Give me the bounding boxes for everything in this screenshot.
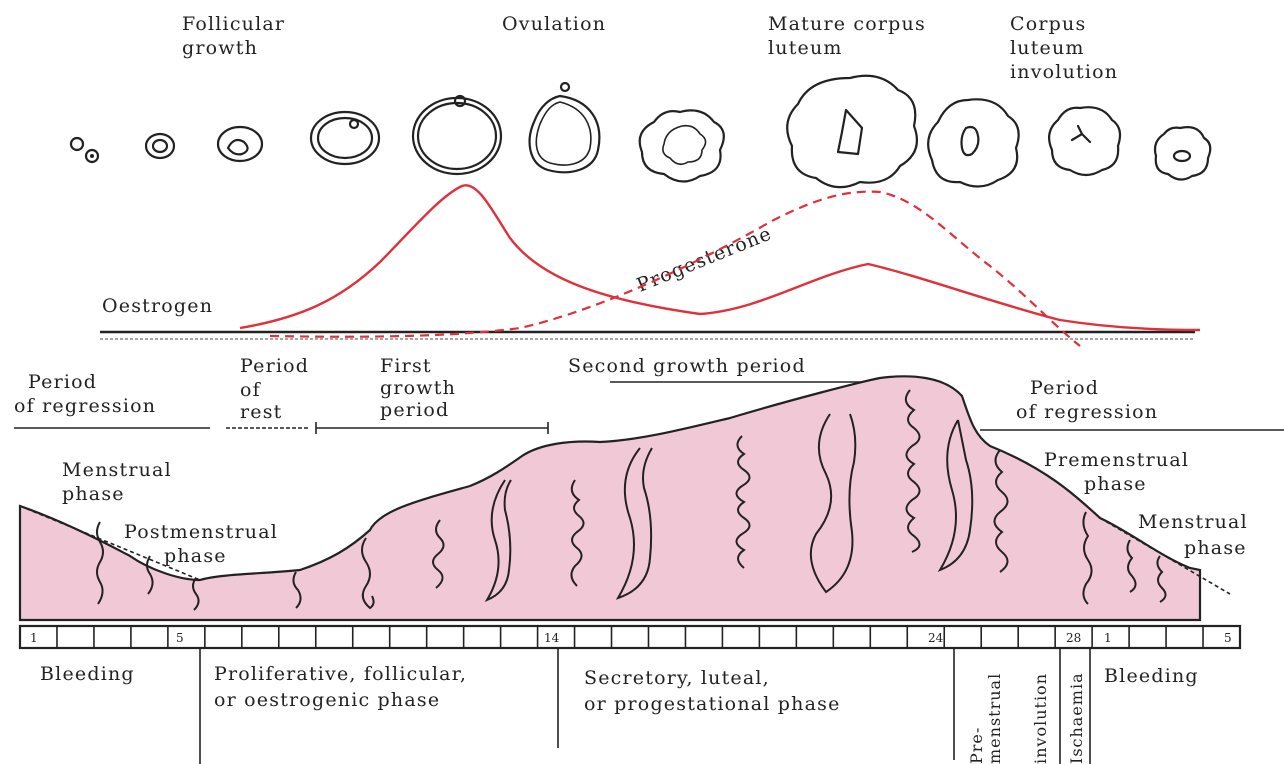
corpus-luteum-regressing <box>928 99 1019 186</box>
label-period-regression-left-2: of regression <box>14 395 156 417</box>
label-ovulation: Ovulation <box>502 13 606 35</box>
label-menstrual-left-2: phase <box>62 483 125 505</box>
follicle-ruptured <box>530 83 600 172</box>
label-oestrogen: Oestrogen <box>102 295 213 317</box>
follicle-primordial <box>71 138 98 162</box>
day-label-14: 14 <box>544 631 560 645</box>
label-premenstrual-2: phase <box>1084 473 1147 495</box>
label-bleeding-left: Bleeding <box>40 663 135 685</box>
day-label-28: 28 <box>1066 631 1081 645</box>
label-premenstrual-vert-2: menstrual <box>985 673 1004 764</box>
label-ischaemia-vert: Ischaemia <box>1067 672 1086 764</box>
follicle-graafian <box>413 96 501 174</box>
label-corpus-luteum-involution-3: involution <box>1010 61 1118 83</box>
label-follicular-growth-2: growth <box>182 37 258 59</box>
label-first-growth-2: growth <box>380 377 456 399</box>
label-menstrual-right-2: phase <box>1184 537 1247 559</box>
label-period-regression-left-1: Period <box>28 371 97 393</box>
day-label-24: 24 <box>928 631 944 645</box>
day-label-5: 5 <box>176 631 184 645</box>
label-involution-vert: involution <box>1031 673 1050 764</box>
label-premenstrual-1: Premenstrual <box>1044 449 1189 471</box>
periods-row: Period of regression Period of rest Firs… <box>14 355 1284 434</box>
follicle-secondary <box>218 127 262 161</box>
corpus-luteum-mature <box>787 76 917 187</box>
label-postmenstrual-2: phase <box>164 545 227 567</box>
day-scale: 1 5 14 24 28 1 5 <box>20 626 1240 648</box>
label-first-growth-3: period <box>380 399 449 421</box>
follicle-antral <box>311 112 379 164</box>
corpus-luteum-early <box>640 110 724 181</box>
label-corpus-luteum-involution-2: luteum <box>1010 37 1085 59</box>
bracket-first-growth <box>316 422 548 434</box>
label-premenstrual-vert-1: Pre- <box>967 727 986 764</box>
label-secretory-2: or progestational phase <box>584 693 841 715</box>
label-secretory-1: Secretory, luteal, <box>584 667 770 689</box>
day-label-1-next: 1 <box>1104 631 1112 645</box>
label-proliferative-1: Proliferative, follicular, <box>214 663 467 685</box>
label-bleeding-right: Bleeding <box>1104 665 1199 687</box>
label-corpus-luteum-involution-1: Corpus <box>1010 13 1086 35</box>
label-period-regression-right-1: Period <box>1030 377 1099 399</box>
hormone-section: Oestrogen Progesterone <box>100 185 1200 346</box>
label-menstrual-right-1: Menstrual <box>1138 511 1248 533</box>
day-label-1: 1 <box>30 631 38 645</box>
label-period-rest-1: Period <box>240 355 309 377</box>
label-period-rest-2: of <box>240 379 262 401</box>
label-period-regression-right-2: of regression <box>1016 401 1158 423</box>
label-first-growth-1: First <box>380 355 432 377</box>
ovary-section: Follicular growth Ovulation Mature corpu… <box>71 13 1210 187</box>
label-mature-corpus-luteum-1: Mature corpus <box>768 13 926 35</box>
label-menstrual-left-1: Menstrual <box>62 459 172 481</box>
label-mature-corpus-luteum-2: luteum <box>768 37 843 59</box>
label-progesterone: Progesterone <box>634 222 776 296</box>
day-scale-bar <box>20 626 1240 648</box>
follicle-primary <box>146 134 174 158</box>
cycle-phase-section: Bleeding Proliferative, follicular, or o… <box>40 648 1199 764</box>
label-period-rest-3: rest <box>240 401 283 423</box>
day-label-5-next: 5 <box>1224 631 1232 645</box>
label-proliferative-2: or oestrogenic phase <box>214 689 440 711</box>
corpus-luteum-involuting <box>1049 107 1120 175</box>
label-postmenstrual-1: Postmenstrual <box>124 521 278 543</box>
label-follicular-growth-1: Follicular <box>182 13 285 35</box>
corpus-albicans <box>1155 127 1210 179</box>
label-second-growth: Second growth period <box>568 355 806 377</box>
